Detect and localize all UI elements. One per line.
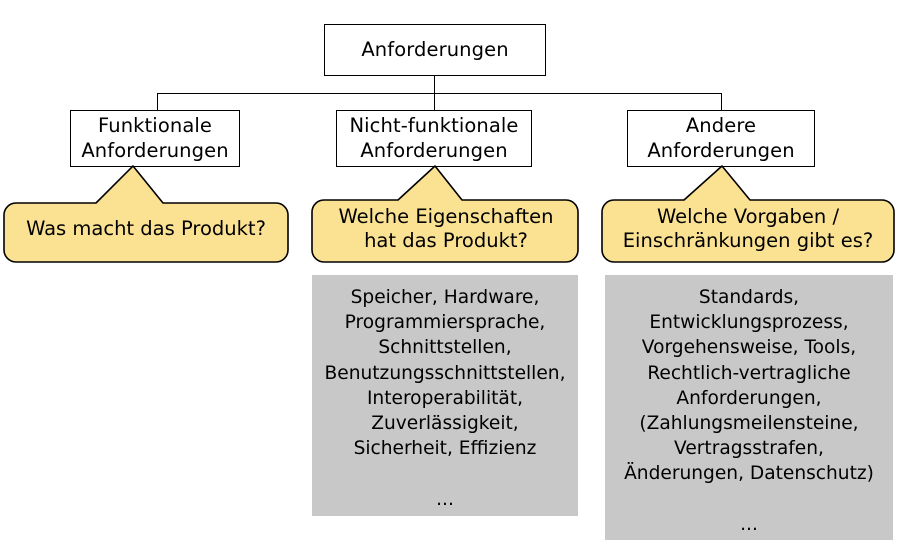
connector-non-functional-down [434, 92, 436, 111]
connector-functional-down [157, 92, 159, 111]
node-andere-anforderungen: Andere Anforderungen [627, 110, 815, 167]
node-nicht-funktionale-anforderungen: Nicht-funktionale Anforderungen [336, 110, 532, 167]
callout-andere-anforderungen-text: Welche Vorgaben / Einschränkungen gibt e… [622, 204, 874, 252]
panel-nicht-funktionale-details: Speicher, Hardware, Programmiersprache, … [312, 275, 578, 516]
callout-balloon-shape-other [601, 165, 895, 263]
callout-nicht-funktionale-anforderungen-text: Welche Eigenschaften hat das Produkt? [338, 204, 554, 252]
node-funktionale-anforderungen-label: Funktionale Anforderungen [81, 113, 229, 162]
node-andere-anforderungen-label: Andere Anforderungen [647, 113, 795, 162]
callout-balloon-shape-non-functional [311, 165, 579, 263]
callout-andere-anforderungen: Welche Vorgaben / Einschränkungen gibt e… [600, 162, 896, 266]
callout-balloon-shape-functional [3, 165, 289, 263]
connector-root-down [434, 76, 436, 94]
node-anforderungen: Anforderungen [324, 24, 546, 76]
callout-funktionale-anforderungen-text: Was macht das Produkt? [26, 216, 266, 240]
connector-other-down [721, 92, 723, 111]
callout-nicht-funktionale-anforderungen: Welche Eigenschaften hat das Produkt? [310, 162, 582, 266]
node-funktionale-anforderungen: Funktionale Anforderungen [70, 110, 240, 167]
node-nicht-funktionale-anforderungen-label: Nicht-funktionale Anforderungen [349, 113, 519, 162]
node-anforderungen-label: Anforderungen [361, 37, 509, 61]
connector-horizontal-bus [157, 92, 722, 94]
panel-andere-details: Standards, Entwicklungsprozess, Vorgehen… [605, 275, 893, 540]
callout-funktionale-anforderungen: Was macht das Produkt? [0, 162, 292, 266]
